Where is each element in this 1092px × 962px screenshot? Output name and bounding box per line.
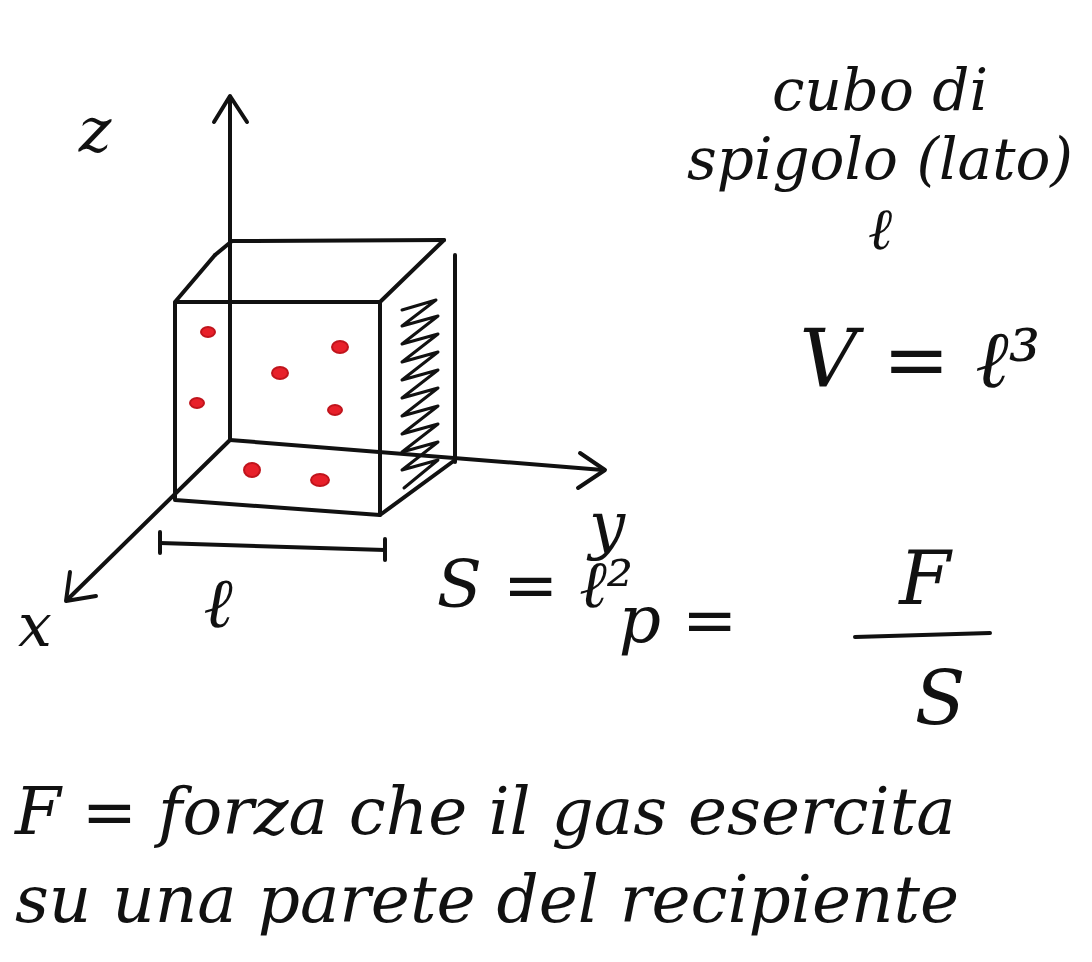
dimension-label: ℓ: [203, 561, 232, 645]
dimension-tick: [383, 539, 387, 560]
gas-molecule: [311, 474, 329, 486]
cube-edge: [232, 240, 444, 241]
fraction-numerator: F: [899, 534, 950, 623]
z-arrowhead: [214, 96, 247, 122]
cube-edge: [453, 255, 457, 462]
spring-symbol: [402, 300, 438, 488]
fraction-bar: [855, 633, 990, 637]
x-arrowhead: [66, 572, 96, 601]
axis-label: x: [18, 589, 52, 661]
dimension-tick: [158, 532, 162, 553]
cube-front-face: [175, 255, 380, 515]
gas-molecule: [244, 463, 260, 477]
formula-text: S = ℓ²: [437, 545, 633, 624]
axis-label: z: [79, 93, 112, 167]
formula-text: p =: [619, 580, 738, 659]
definition-text: F = forza che il gas esercita: [15, 772, 956, 851]
gas-molecule: [201, 327, 215, 337]
gas-molecule: [332, 341, 348, 353]
cube-edge: [215, 241, 232, 255]
z-axis: [228, 97, 232, 440]
formula-text: V = ℓ³: [799, 312, 1040, 408]
dimension-line: [160, 543, 385, 550]
gas-molecule: [272, 367, 288, 379]
cube-edge: [380, 460, 455, 515]
gas-molecule: [190, 398, 204, 408]
cube-edge: [380, 240, 444, 302]
gas-molecule: [328, 405, 342, 415]
y-arrowhead: [578, 453, 605, 488]
fraction-denominator: S: [915, 654, 966, 743]
definition-text: su una parete del recipiente: [15, 860, 959, 939]
note-text: cubo di spigolo (lato) ℓ: [685, 56, 1075, 265]
